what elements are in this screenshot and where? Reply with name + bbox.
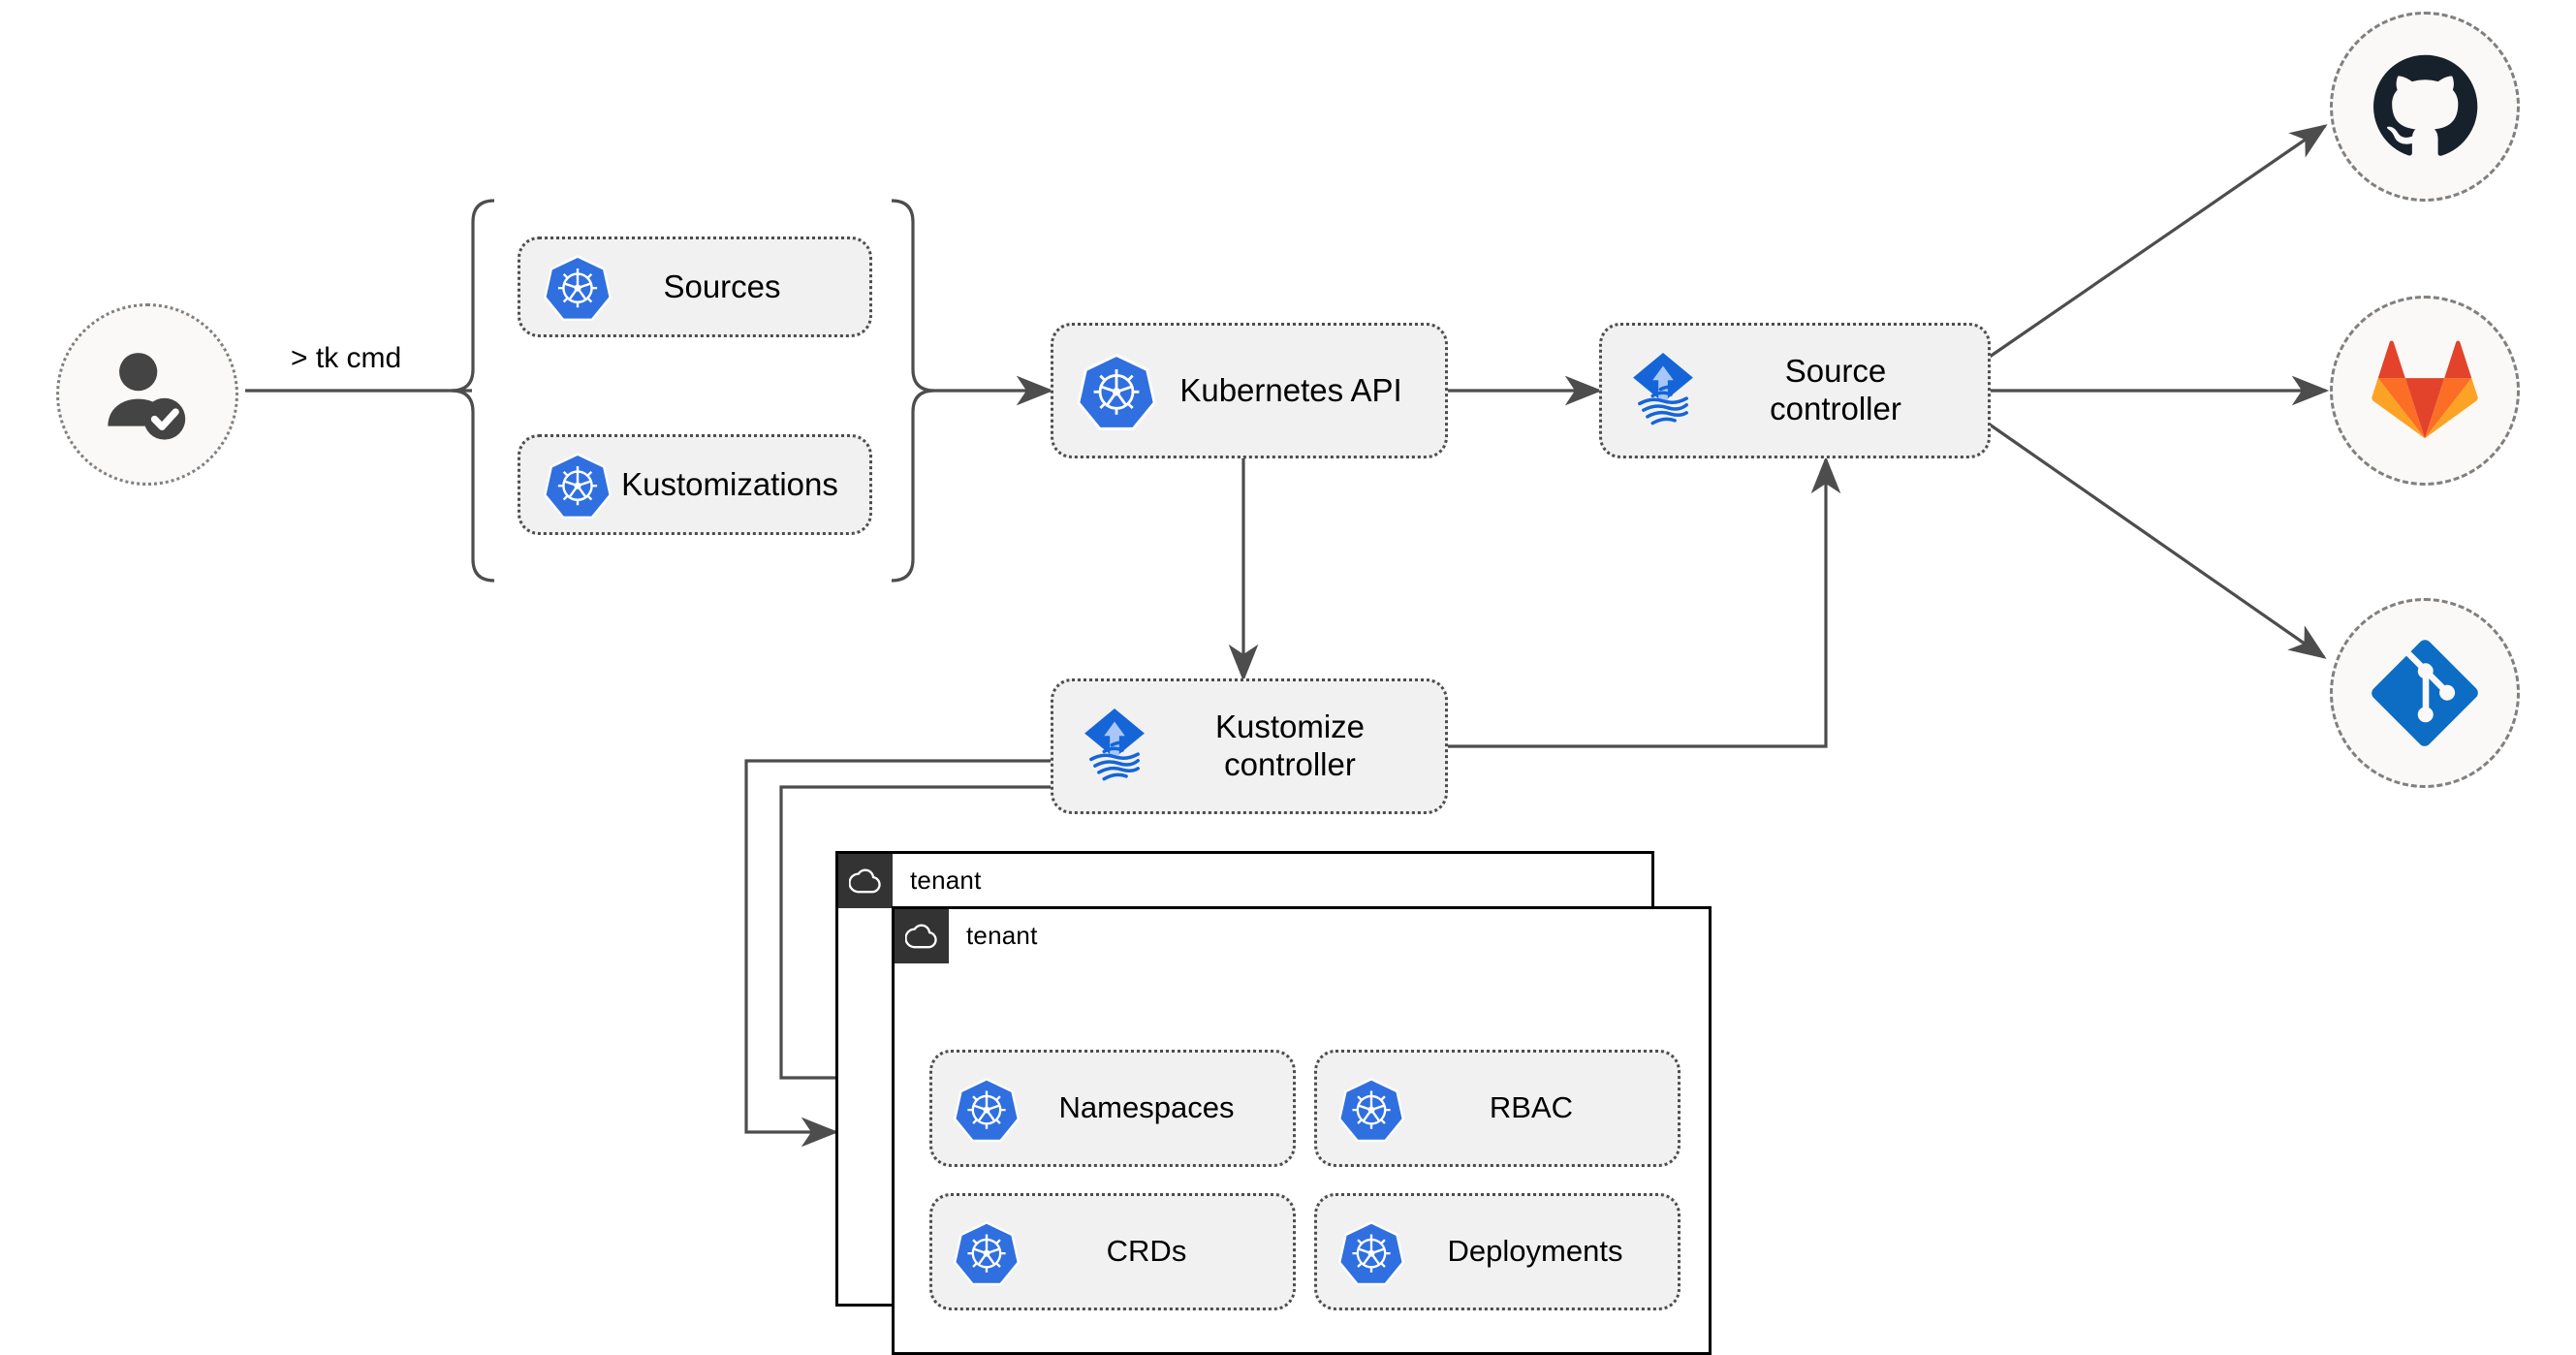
deployments-label: Deployments bbox=[1447, 1234, 1623, 1269]
cli-group-right-brace bbox=[891, 199, 935, 583]
github-icon bbox=[2373, 54, 2478, 156]
cloud-icon bbox=[895, 909, 949, 963]
kubernetes-icon bbox=[544, 255, 612, 322]
user-check-icon bbox=[108, 353, 186, 440]
kubernetes-icon bbox=[1338, 1220, 1404, 1285]
kubernetes-icon bbox=[954, 1077, 1020, 1142]
kubernetes-icon bbox=[1077, 353, 1156, 430]
gitlab-icon bbox=[2372, 340, 2478, 439]
kubernetes-api-label: Kubernetes API bbox=[1179, 371, 1402, 408]
kustomizations-box[interactable]: Kustomizations bbox=[518, 434, 872, 535]
kubernetes-icon bbox=[954, 1220, 1020, 1285]
edge-kustomize-to-source-controller bbox=[1448, 456, 1841, 748]
rbac-box[interactable]: RBAC bbox=[1314, 1050, 1681, 1167]
sources-box[interactable]: Sources bbox=[518, 236, 872, 337]
namespaces-label: Namespaces bbox=[1058, 1090, 1235, 1125]
tenant-card-front[interactable]: tenant Namespaces bbox=[892, 906, 1712, 1355]
gitlab-node[interactable] bbox=[2330, 296, 2520, 486]
kubernetes-icon bbox=[1338, 1077, 1404, 1142]
kustomizations-label: Kustomizations bbox=[621, 465, 838, 502]
kubernetes-icon bbox=[544, 453, 612, 520]
tenant-back-title: tenant bbox=[910, 866, 982, 895]
cli-group-left-brace bbox=[451, 199, 495, 583]
edge-kustomize-to-tenant-back bbox=[744, 759, 1051, 1148]
github-node[interactable] bbox=[2330, 12, 2520, 202]
flux-icon bbox=[1633, 353, 1693, 425]
namespaces-box[interactable]: Namespaces bbox=[929, 1050, 1296, 1167]
git-icon bbox=[2372, 640, 2478, 746]
kustomize-controller-label: Kustomize controller bbox=[1214, 709, 1366, 782]
git-node[interactable] bbox=[2330, 598, 2520, 788]
source-controller-box[interactable]: Source controller bbox=[1599, 323, 1991, 458]
tenant-front-title: tenant bbox=[966, 921, 1038, 950]
flux-icon bbox=[1084, 709, 1145, 781]
edge-source-to-github bbox=[1989, 124, 2328, 359]
source-controller-label: Source controller bbox=[1770, 353, 1901, 426]
crds-label: CRDs bbox=[1106, 1234, 1187, 1269]
rbac-label: RBAC bbox=[1489, 1090, 1574, 1125]
cloud-icon bbox=[838, 854, 893, 908]
edge-source-to-git bbox=[1989, 423, 2327, 659]
crds-box[interactable]: CRDs bbox=[929, 1193, 1296, 1310]
sources-label: Sources bbox=[663, 268, 781, 304]
user-node bbox=[56, 303, 238, 486]
deployments-box[interactable]: Deployments bbox=[1314, 1193, 1681, 1310]
tenant-front-titlebar: tenant bbox=[895, 909, 1709, 963]
kustomize-controller-box[interactable]: Kustomize controller bbox=[1051, 678, 1448, 814]
cli-command-label: > tk cmd bbox=[291, 342, 402, 374]
kubernetes-api-box[interactable]: Kubernetes API bbox=[1051, 323, 1448, 458]
tenant-back-titlebar: tenant bbox=[838, 854, 1651, 908]
